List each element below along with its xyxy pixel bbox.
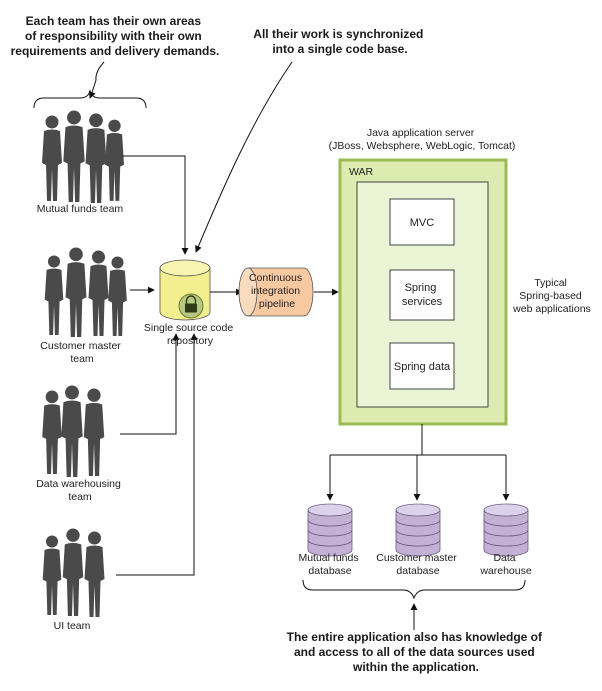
pipeline-label: Continuous integration pipeline [249,272,305,310]
db-icon-warehouse [483,503,529,557]
repository-label: Single source code repository [144,322,236,347]
db-label-mutual-funds: Mutual funds database [298,552,361,577]
svg-text:All their work is synchronized: All their work is synchronized into a si… [253,27,426,56]
teams-brace [33,89,147,109]
person-icon [42,115,62,201]
team-label-ui: UI team [54,620,91,632]
teams-note-arrow [88,61,105,99]
connector-data-warehousing [120,333,180,435]
db-label-customer-master: Customer master database [376,552,459,577]
db-disk-top [483,503,529,517]
team-label-data-warehousing: Data warehousing team [36,478,124,503]
connector-mutual-funds [122,155,189,255]
person-icon [84,531,105,617]
team-label-customer-master: Customer master team [40,340,123,365]
person-icon [42,390,62,474]
module-spring-services-label: Spring services [402,282,443,308]
server-side-label: Typical Spring-based web applications [512,277,591,315]
database-stacks [307,503,529,557]
connector-ui [116,333,198,576]
server-title: Java application server (JBoss, Webspher… [329,127,516,152]
team-label-mutual-funds: Mutual funds team [37,203,124,215]
db-label-warehouse: Data warehouse [479,552,532,577]
data-annotation: The entire application also has knowledg… [287,630,546,674]
person-icon [63,110,85,202]
ci-pipeline [238,267,314,317]
module-spring-data [389,342,455,390]
team-ui-people [42,528,105,617]
person-icon [65,247,87,337]
db-icon-mutual-funds [307,503,353,557]
db-disk-top [395,503,441,517]
person-icon [42,535,62,615]
db-icon-customer-master [395,503,441,557]
svg-text:The entire application also ha: The entire application also has knowledg… [287,630,546,674]
team-mutual-funds-people [42,110,124,203]
person-icon [61,385,83,477]
module-mvc [389,198,455,246]
person-icon [62,528,84,616]
team-customer-master-people [44,247,127,337]
source-repository [159,259,211,321]
person-icon [105,119,124,201]
person-icon [44,255,64,335]
svg-text:Each team has their own areas: Each team has their own areas of respons… [11,14,220,58]
connector-server-databases [330,424,506,456]
person-icon [85,113,107,203]
war-label: WAR [349,166,374,178]
sync-note-arrow [195,61,293,253]
module-mvc-label: MVC [410,217,435,229]
person-icon [88,250,109,336]
databases-brace [302,579,526,600]
person-icon [83,388,105,476]
module-spring-data-label: Spring data [394,361,451,373]
module-spring-services [389,269,455,321]
team-data-warehousing-people [42,385,105,477]
sync-annotation: All their work is synchronized into a si… [195,27,426,253]
lock-icon [178,293,204,319]
db-disk-top [307,503,353,517]
teams-annotation: Each team has their own areas of respons… [11,14,220,109]
person-icon [108,256,127,336]
